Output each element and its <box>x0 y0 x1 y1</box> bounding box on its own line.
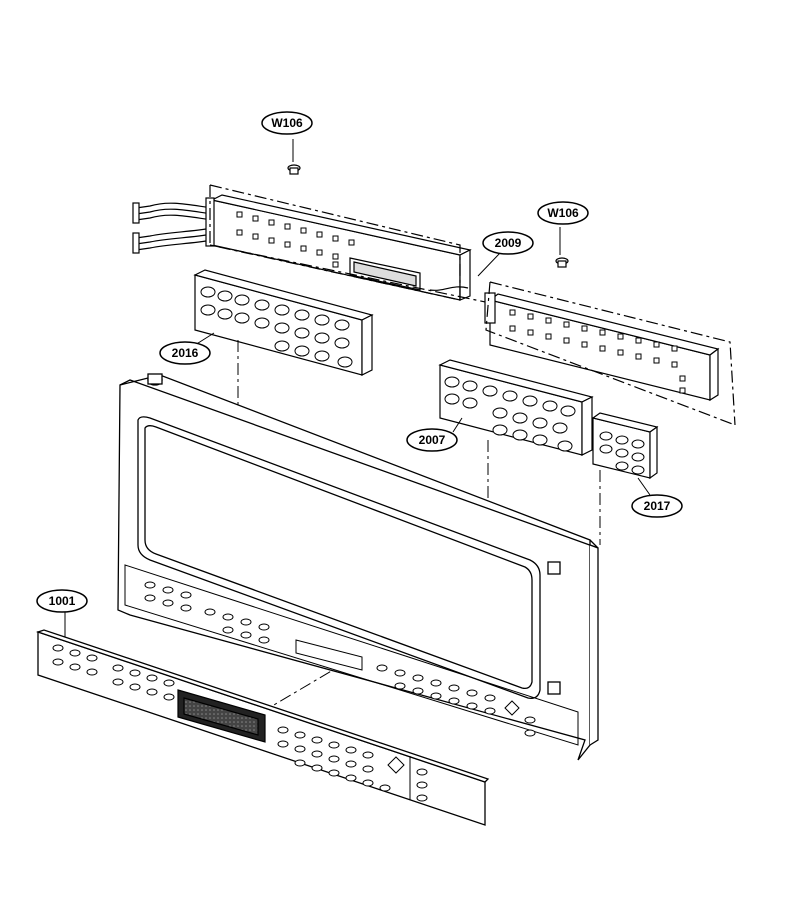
screw-w106-right <box>555 227 569 268</box>
callout-w106-right: W106 <box>537 201 589 225</box>
callout-w106-left-label: W106 <box>271 116 303 130</box>
callout-2017: 2017 <box>631 494 683 518</box>
callout-2016-label: 2016 <box>172 346 199 360</box>
callout-1001: 1001 <box>36 589 88 613</box>
door-frame-key-holes <box>144 581 536 737</box>
pcb-right-leds <box>509 309 686 394</box>
callout-2017-label: 2017 <box>644 499 671 513</box>
leader-2007 <box>452 417 463 433</box>
callout-w106-right-label: W106 <box>547 206 579 220</box>
wire-harness <box>132 197 215 254</box>
control-panel-buttons <box>52 644 428 802</box>
keypad-2016-keys <box>200 286 353 368</box>
screw-w106-left <box>287 139 301 175</box>
keypad-2007 <box>438 359 594 456</box>
pcb-left-leds <box>236 211 355 268</box>
callout-2016: 2016 <box>159 341 211 365</box>
assembly-outline-right <box>485 281 736 426</box>
keypad-2017-keys <box>599 431 645 475</box>
leader-2009 <box>477 252 501 277</box>
callout-2007-label: 2007 <box>419 433 446 447</box>
leader-2017 <box>637 477 651 496</box>
keypad-2016 <box>193 269 374 376</box>
door-frame <box>117 373 599 761</box>
wire-connector-right <box>429 286 469 291</box>
callout-2007: 2007 <box>406 428 458 452</box>
assembly-outline-left <box>209 184 501 306</box>
callout-2009-label: 2009 <box>495 236 522 250</box>
keypad-2007-keys <box>444 376 576 452</box>
callout-w106-left: W106 <box>261 111 313 135</box>
callout-2009: 2009 <box>482 231 534 255</box>
pcb-board-right <box>484 292 720 402</box>
control-panel-display <box>177 689 266 743</box>
callout-1001-label: 1001 <box>49 594 76 608</box>
keypad-2017 <box>591 412 659 480</box>
